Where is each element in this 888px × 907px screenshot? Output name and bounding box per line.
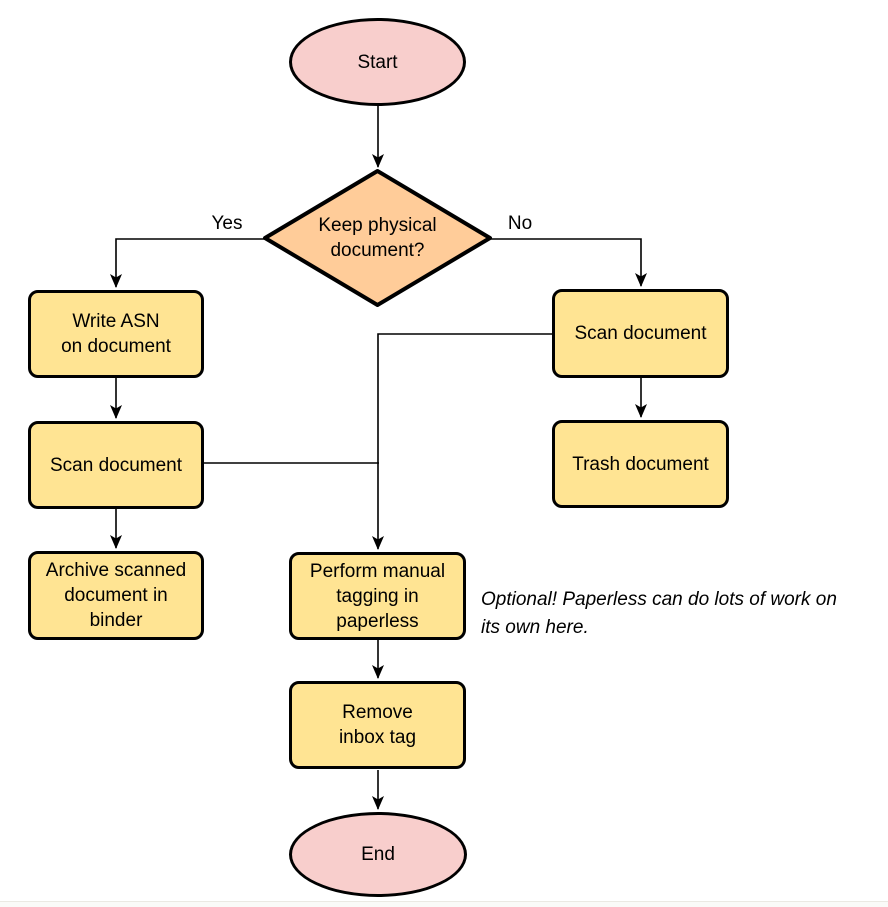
diamond-shape [263, 169, 492, 307]
node-decision-label: Keep physical document? [318, 215, 437, 261]
node-manual-tagging: Perform manual tagging in paperless [289, 552, 466, 640]
node-scan-document-left-label: Scan document [49, 454, 183, 476]
node-scan-document-right: Scan document [552, 289, 729, 378]
node-end-label: End [361, 844, 395, 865]
node-scan-document-left: Scan document [28, 421, 204, 509]
node-archive-binder-label: Archive scanned document in binder [45, 560, 187, 631]
edge-label-yes: Yes [209, 213, 245, 235]
edge-scan-right-to-tagging [372, 333, 552, 550]
node-trash-document: Trash document [552, 420, 729, 508]
annotation-optional-note: Optional! Paperless can do lots of work … [481, 589, 837, 638]
node-decision: Keep physical document? [262, 168, 493, 308]
node-archive-binder: Archive scanned document in binder [28, 551, 204, 640]
node-trash-document-label: Trash document [572, 453, 709, 475]
edge-decision-no-to-scan-right [490, 238, 647, 287]
node-write-asn: Write ASN on document [28, 290, 204, 378]
node-end: End [289, 812, 467, 897]
node-start-label: Start [357, 51, 398, 73]
node-scan-document-right-label: Scan document [574, 323, 707, 344]
node-write-asn-label: Write ASN on document [61, 311, 171, 357]
node-remove-inbox-tag: Remove inbox tag [289, 681, 466, 769]
bottom-page-divider [0, 901, 888, 907]
node-start: Start [289, 18, 466, 106]
node-manual-tagging-label: Perform manual tagging in paperless [309, 560, 446, 632]
edge-label-no: No [502, 213, 538, 235]
node-remove-inbox-tag-label: Remove inbox tag [338, 702, 417, 748]
edge-decision-yes-to-write-asn [110, 238, 265, 288]
